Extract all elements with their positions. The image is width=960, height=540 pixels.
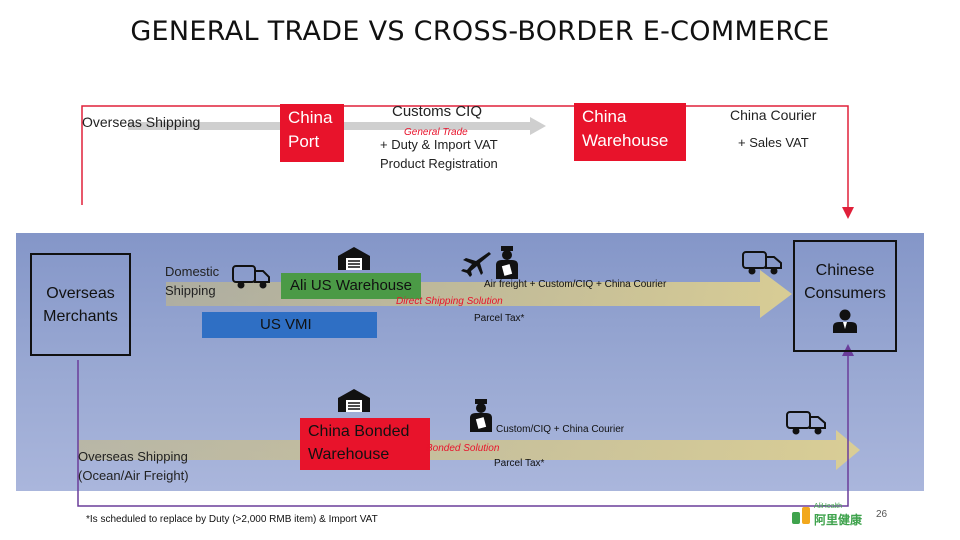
china-port-box: China Port — [280, 104, 344, 162]
page-number: 26 — [876, 509, 888, 520]
footnote: *Is scheduled to replace by Duty (>2,000… — [86, 514, 378, 525]
parcel-tax-bonded-label: Parcel Tax* — [494, 458, 545, 469]
chinese-consumers-box: Chinese Consumers — [793, 240, 897, 352]
warehouse-icon — [336, 244, 372, 272]
duty-vat-label: + Duty & Import VAT — [380, 137, 498, 152]
us-vmi-box: US VMI — [202, 312, 377, 338]
customs-officer-icon — [468, 398, 494, 432]
warehouse-icon — [336, 386, 372, 414]
alihealth-logo: AliHealth 阿里健康 — [790, 503, 866, 527]
parcel-tax-direct-label: Parcel Tax* — [474, 313, 525, 324]
airplane-icon — [458, 247, 492, 277]
chinese-consumers-label: Chinese Consumers — [804, 262, 886, 302]
overseas-shipping-label: Overseas Shipping — [82, 114, 201, 130]
ali-us-warehouse-box: Ali US Warehouse — [281, 273, 421, 299]
general-trade-route-line — [81, 105, 854, 219]
overseas-merchants-box: Overseas Merchants — [30, 253, 131, 356]
air-freight-label: Air freight + Custom/CIQ + China Courier — [484, 279, 667, 290]
alihealth-logo-mark — [792, 507, 810, 524]
truck-icon — [740, 248, 786, 278]
direct-shipping-solution-label: Direct Shipping Solution — [396, 296, 503, 307]
overseas-shipping-bottom-label: Overseas Shipping — [78, 449, 188, 464]
consumer-icon — [830, 309, 860, 333]
bonded-route-line — [77, 344, 854, 507]
sales-vat-label: + Sales VAT — [738, 135, 809, 150]
logo-text-en: AliHealth — [814, 503, 843, 510]
bonded-solution-label: Bonded Solution — [426, 443, 500, 454]
china-courier-label: China Courier — [730, 107, 817, 123]
domestic-shipping-label: Domestic Shipping — [165, 264, 220, 298]
truck-icon — [230, 262, 274, 292]
product-registration-label: Product Registration — [380, 156, 498, 171]
custom-ciq-courier-label: Custom/CIQ + China Courier — [496, 424, 625, 435]
customs-ciq-label: Customs CIQ — [392, 103, 483, 120]
customs-officer-icon — [494, 245, 520, 279]
china-bonded-warehouse-box: China Bonded Warehouse — [300, 418, 430, 470]
logo-text-cn: 阿里健康 — [814, 513, 863, 527]
bonded-solution-arrow — [78, 430, 860, 470]
page-title: GENERAL TRADE VS CROSS-BORDER E-COMMERCE — [130, 16, 830, 47]
ocean-air-freight-label: (Ocean/Air Freight) — [78, 468, 189, 483]
general-trade-label: General Trade — [404, 127, 468, 138]
china-warehouse-box: China Warehouse — [574, 103, 686, 161]
truck-icon — [784, 408, 830, 438]
